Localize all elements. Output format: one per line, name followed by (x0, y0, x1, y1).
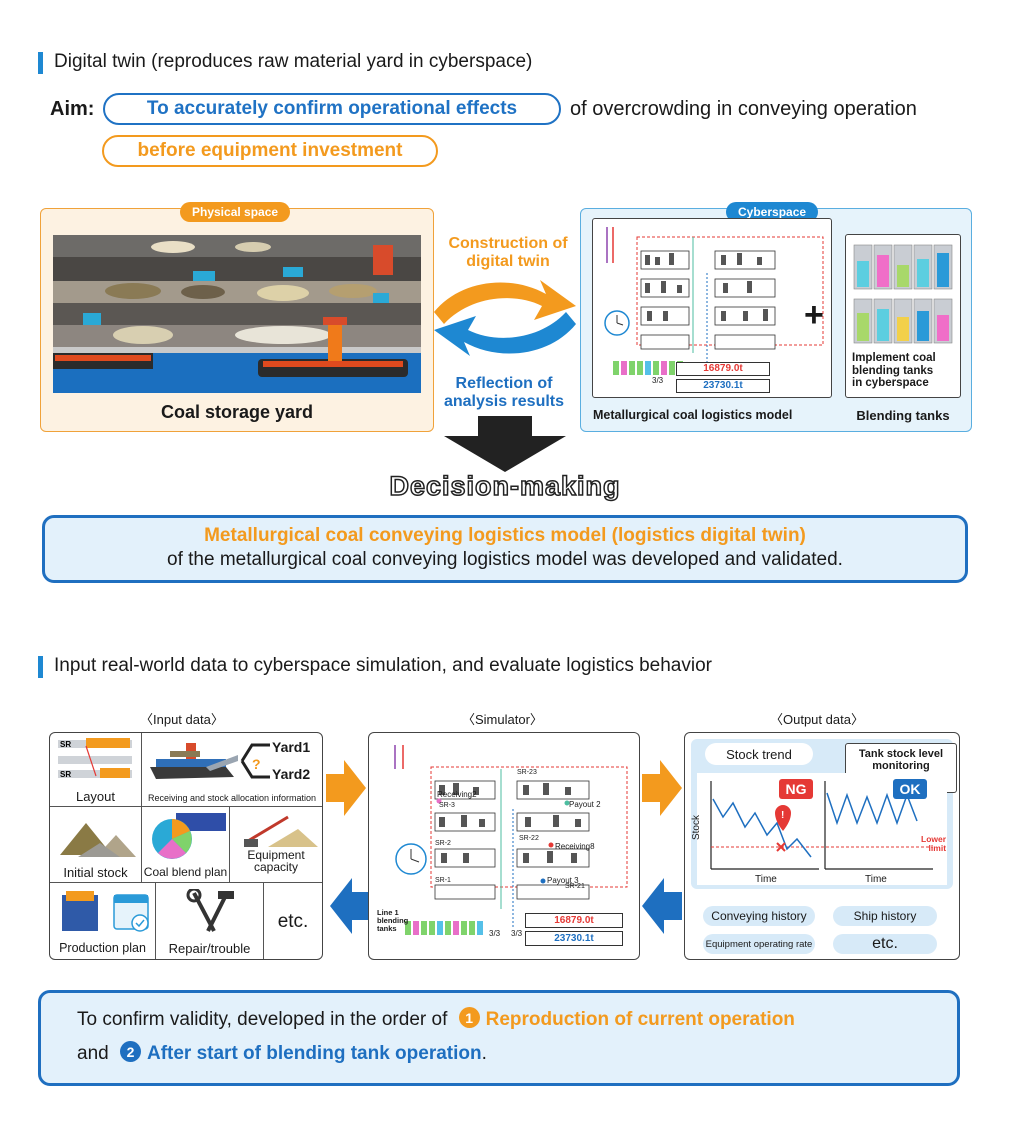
stock-trend-label: Stock trend (705, 743, 813, 765)
svg-text:!: ! (781, 810, 784, 821)
coal-yard-illustration (53, 235, 421, 393)
sim-label-sr21: SR-21 (565, 883, 585, 890)
ship-history-label: Ship history (833, 906, 937, 926)
equipment-rate-label: Equipment operating rate (703, 934, 815, 954)
output-data-panel: Stock trend Tank stock level monitoring … (684, 732, 960, 960)
svg-text:?: ? (252, 756, 261, 772)
arrow-right-2 (642, 760, 682, 816)
stock-charts: ! (710, 781, 933, 870)
etc-output-label: etc. (833, 934, 937, 954)
sim-label-payout3: Payout 3 (547, 876, 579, 885)
physical-space-panel (40, 208, 434, 432)
section-marker-2 (38, 656, 43, 678)
input-data-panel: SR SR Layout ? Yard1 Yard2 Receiving and… (49, 732, 323, 960)
etc-input-cell: etc. (277, 911, 309, 932)
cycle-arrows (434, 280, 576, 356)
ng-badge: NG (779, 779, 813, 799)
stacker-icon (244, 815, 318, 847)
model-page-indicator: 3/3 (652, 376, 664, 385)
simulator-panel: Receiving2 Payout 2 Receiving8 Payout 3 … (368, 732, 640, 960)
logistics-model-diagram (604, 227, 824, 375)
yard2-label: Yard2 (272, 766, 311, 782)
production-icon (62, 891, 149, 932)
model-caption: Metallurgical coal logistics model (593, 408, 793, 422)
result-line-1: Metallurgical coal conveying logistics m… (204, 525, 806, 546)
repair-cell: Repair/trouble (156, 883, 264, 959)
step1-number-icon: 1 (458, 1007, 480, 1029)
receiving-cell: ? Yard1 Yard2 Receiving and stock alloca… (142, 733, 322, 807)
input-data-header: 〈Input data〉 (140, 712, 224, 727)
validation-line-1: To confirm validity, developed in the or… (77, 1007, 795, 1030)
physical-space-tag: Physical space (180, 202, 291, 222)
down-arrow-icon (444, 416, 566, 472)
pie-chart-icon (152, 813, 226, 859)
aim-label: Aim: (50, 98, 95, 120)
arrow-left-1 (330, 878, 370, 934)
aim-rest-text: of overcrowding in conveying operation (570, 98, 917, 120)
tanks-caption: Blending tanks (856, 408, 950, 423)
stock-axis-label: Stock (691, 815, 702, 841)
decision-making-label: Decision-making (389, 470, 621, 502)
model-value-1: 16879.0t (676, 362, 770, 376)
tanks-note: Implement coal blending tanks in cybersp… (852, 352, 936, 389)
sim-label-receiving8: Receiving8 (555, 842, 595, 851)
arrow-right-1 (326, 760, 366, 816)
lower-limit-label: Lower limit (921, 834, 947, 853)
blending-tanks-box: Implement coal blending tanks in cybersp… (845, 234, 961, 398)
ok-badge: OK (893, 779, 927, 799)
aim-pill-investment: before equipment investment (102, 135, 438, 167)
model-value-2: 23730.1t (676, 379, 770, 393)
sim-line-tanks: Line 1 blending tanks (377, 908, 409, 933)
sim-value-1: 16879.0t (525, 913, 623, 928)
step2-label: After start of blending tank operation (146, 1043, 482, 1064)
equipment-label: Equipment capacity (247, 848, 305, 874)
production-plan-cell: Production plan (50, 883, 156, 959)
sim-label-sr22: SR-22 (519, 835, 539, 842)
construction-label: Construction of digital twin (448, 235, 568, 270)
sim-label-sr2: SR-2 (435, 840, 451, 847)
time-axis-label-2: Time (865, 874, 887, 885)
sim-label-receiving2: Receiving2 (437, 790, 477, 799)
validation-box: To confirm validity, developed in the or… (38, 990, 960, 1086)
result-line-2: of the metallurgical coal conveying logi… (167, 549, 843, 570)
output-data-header: 〈Output data〉 (770, 712, 864, 727)
step1-label: Reproduction of current operation (485, 1009, 795, 1030)
blending-tanks-illustration (853, 244, 953, 344)
sim-label-sr3: SR-3 (439, 802, 455, 809)
layout-cell: SR SR Layout (50, 733, 142, 807)
ship-icon (150, 743, 238, 779)
svg-text:SR: SR (60, 770, 71, 779)
conveying-history-label: Conveying history (703, 906, 815, 926)
step2-number-icon: 2 (119, 1041, 141, 1063)
sim-label-sr23: SR-23 (517, 769, 537, 776)
yard1-label: Yard1 (272, 739, 311, 755)
branch-arrows-icon: ? (240, 743, 270, 779)
coal-storage-caption: Coal storage yard (160, 402, 314, 422)
plus-icon: + (804, 296, 824, 334)
reflection-label: Reflection of analysis results (443, 375, 565, 410)
result-box: Metallurgical coal conveying logistics m… (42, 515, 968, 583)
sim-value-2: 23730.1t (525, 931, 623, 946)
section-marker (38, 52, 43, 74)
cyberspace-tag: Cyberspace (726, 202, 819, 222)
initial-stock-cell: Initial stock (50, 807, 142, 883)
coal-pile-icon (60, 823, 136, 857)
blend-plan-cell: Coal blend plan (142, 807, 230, 883)
layout-icon: SR SR (58, 738, 132, 779)
sim-page-indicator-2: 3/3 (511, 929, 523, 938)
equipment-cell: Equipment capacity (230, 807, 322, 883)
sim-page-indicator-1: 3/3 (489, 929, 501, 938)
simulator-diagram (394, 745, 628, 935)
section1-title: Digital twin (reproduces raw material ya… (54, 51, 533, 72)
aim-pill-effects: To accurately confirm operational effect… (103, 93, 561, 125)
section2-title: Input real-world data to cyberspace simu… (54, 655, 712, 676)
time-axis-label-1: Time (755, 874, 777, 885)
svg-text:SR: SR (60, 740, 71, 749)
sim-label-sr1: SR-1 (435, 877, 451, 884)
sim-label-payout2: Payout 2 (569, 800, 601, 809)
simulator-header: 〈Simulator〉 (462, 712, 543, 727)
tools-icon (186, 889, 234, 932)
arrow-left-2 (642, 878, 682, 934)
